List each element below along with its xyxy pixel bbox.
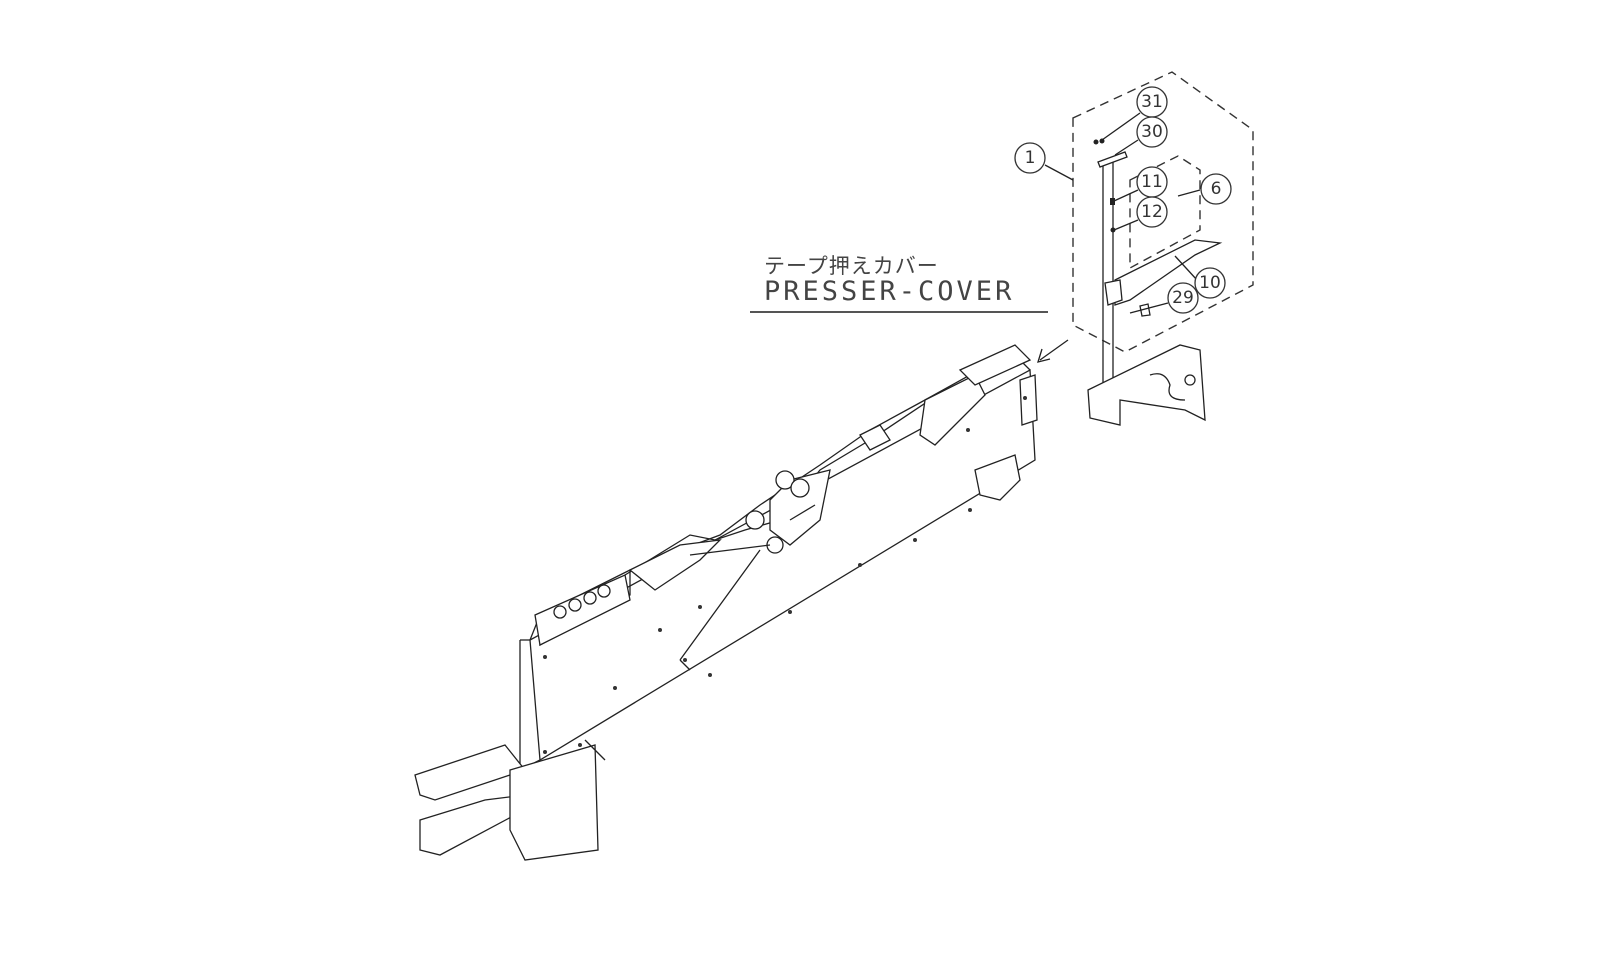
rear-hook (974, 374, 1038, 501)
callout-29: 29 (1167, 282, 1199, 314)
part-label-japanese: テープ押えカバー (764, 254, 939, 278)
callout-12: 12 (1136, 196, 1168, 228)
roller-assembly (745, 469, 831, 554)
svg-text:30: 30 (1141, 122, 1163, 142)
presser-cover-assembly (1072, 71, 1254, 426)
feeder-body (414, 344, 1038, 861)
svg-text:29: 29 (1172, 288, 1194, 308)
svg-text:1: 1 (1025, 148, 1036, 168)
part-label-english: PRESSER-COVER (764, 276, 1015, 307)
assembly-boundary-6 (1129, 155, 1201, 270)
svg-text:12: 12 (1141, 202, 1163, 222)
svg-text:31: 31 (1141, 92, 1163, 112)
top-rail-parts (628, 344, 1032, 591)
front-block (534, 574, 631, 646)
callout-10: 10 (1194, 267, 1226, 299)
label-underline (750, 311, 1048, 313)
handle (414, 739, 606, 861)
callout-30: 30 (1136, 116, 1168, 148)
callout-1: 1 (1014, 142, 1046, 174)
svg-text:6: 6 (1211, 179, 1222, 199)
leader-lines (1037, 112, 1201, 363)
assembly-boundary-1 (1072, 71, 1254, 353)
callout-6: 6 (1200, 173, 1232, 205)
screws (543, 396, 1027, 754)
svg-text:11: 11 (1141, 172, 1163, 192)
callout-11: 11 (1136, 166, 1168, 198)
svg-text:10: 10 (1199, 273, 1221, 293)
callout-31: 31 (1136, 86, 1168, 118)
